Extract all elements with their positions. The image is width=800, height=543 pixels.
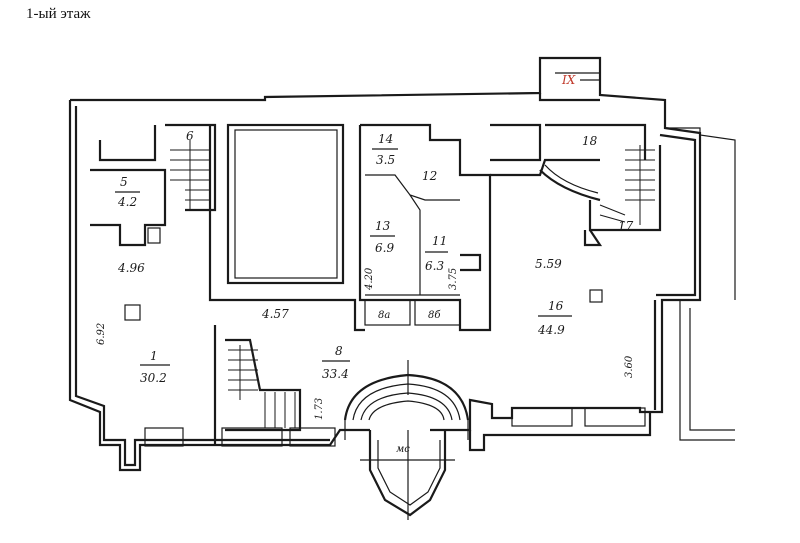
- room-labels: 1 30.2 5 4.2 6 8 33.4 8а 8б 11 6.3 12 13…: [115, 73, 634, 385]
- dim-4-57: 4.57: [261, 307, 289, 321]
- room-16-area: 44.9: [537, 323, 565, 337]
- dim-5-59: 5.59: [535, 257, 562, 271]
- porch-label: мс: [396, 444, 410, 455]
- interior-walls: [90, 72, 662, 447]
- room-6-number: 6: [186, 129, 194, 143]
- room-1-area: 30.2: [140, 371, 167, 385]
- room-ix-number: IX: [561, 73, 576, 87]
- dim-4-20: 4.20: [364, 267, 375, 291]
- room-1-number: 1: [150, 349, 158, 363]
- page-title: 1-ый этаж: [26, 6, 91, 22]
- room-16-number: 16: [548, 299, 564, 313]
- room-8a-number: 8а: [378, 310, 390, 321]
- room-13-number: 13: [375, 219, 391, 233]
- room-8-area: 33.4: [322, 367, 349, 381]
- outer-walls: [68, 56, 736, 472]
- room-17-number: 17: [618, 219, 634, 233]
- room-11-area: 6.3: [425, 259, 444, 273]
- room-13-area: 6.9: [375, 241, 394, 255]
- room-8b-number: 8б: [428, 310, 441, 321]
- dim-3-75: 3.75: [448, 268, 459, 290]
- dimension-labels: 4.96 6.92 4.57 1.73 4.20 3.75 5.59 3.60 …: [96, 257, 635, 455]
- porch: [343, 360, 470, 520]
- room-8-number: 8: [335, 344, 343, 358]
- dim-6-92: 6.92: [96, 323, 107, 345]
- room-14-number: 14: [378, 132, 393, 146]
- room-5-number: 5: [120, 175, 128, 189]
- room-12-number: 12: [422, 169, 437, 183]
- room-11-number: 11: [432, 234, 447, 248]
- room-18-number: 18: [582, 134, 598, 148]
- dim-4-96: 4.96: [117, 261, 145, 275]
- dim-1-73: 1.73: [314, 398, 325, 420]
- room-14-area: 3.5: [376, 153, 395, 167]
- dim-3-60: 3.60: [624, 355, 635, 378]
- room-5-area: 4.2: [117, 195, 137, 209]
